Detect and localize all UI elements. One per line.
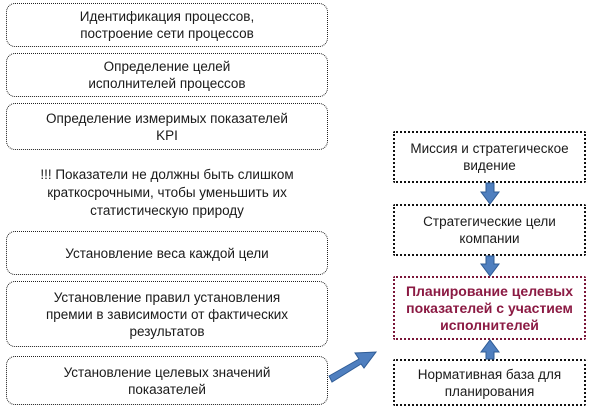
step-regulatory-base-label: Нормативная база для планирования (417, 366, 562, 399)
kpi-warning-note: !!! Показатели не должны быть слишком кр… (40, 167, 294, 218)
arrow-target-values-to-planning (328, 351, 378, 383)
step-mission-vision-label: Миссия и стратегическое видение (410, 141, 569, 173)
step-goal-weights-label: Установление веса каждой цели (65, 245, 269, 261)
step-target-values: Установление целевых значений показателе… (6, 356, 328, 405)
step-target-planning: Планирование целевых показателей с участ… (393, 276, 586, 340)
step-define-kpi: Определение измеримых показателей KPI (6, 103, 328, 150)
step-target-values-label: Установление целевых значений показателе… (63, 364, 271, 397)
step-strategic-goals: Стратегические цели компании (393, 204, 586, 256)
step-define-goals: Определение целей исполнителей процессов (6, 53, 328, 97)
step-identify-processes-label: Идентификация процессов, построение сети… (79, 9, 255, 41)
step-mission-vision: Миссия и стратегическое видение (393, 131, 586, 183)
step-regulatory-base: Нормативная база для планирования (393, 359, 586, 406)
step-goal-weights: Установление веса каждой цели (6, 231, 328, 275)
arrow-regulatory-to-planning (480, 339, 500, 360)
arrow-mission-to-strategic (480, 182, 500, 205)
step-strategic-goals-label: Стратегические цели компании (423, 214, 556, 246)
step-bonus-rules-label: Установление правил установления премии … (45, 289, 289, 339)
step-bonus-rules: Установление правил установления премии … (6, 281, 328, 347)
step-define-goals-label: Определение целей исполнителей процессов (88, 59, 246, 91)
arrow-strategic-to-planning (480, 255, 500, 277)
step-define-kpi-label: Определение измеримых показателей KPI (46, 110, 288, 143)
step-identify-processes: Идентификация процессов, построение сети… (6, 3, 328, 47)
step-target-planning-label: Планирование целевых показателей с участ… (405, 282, 574, 333)
